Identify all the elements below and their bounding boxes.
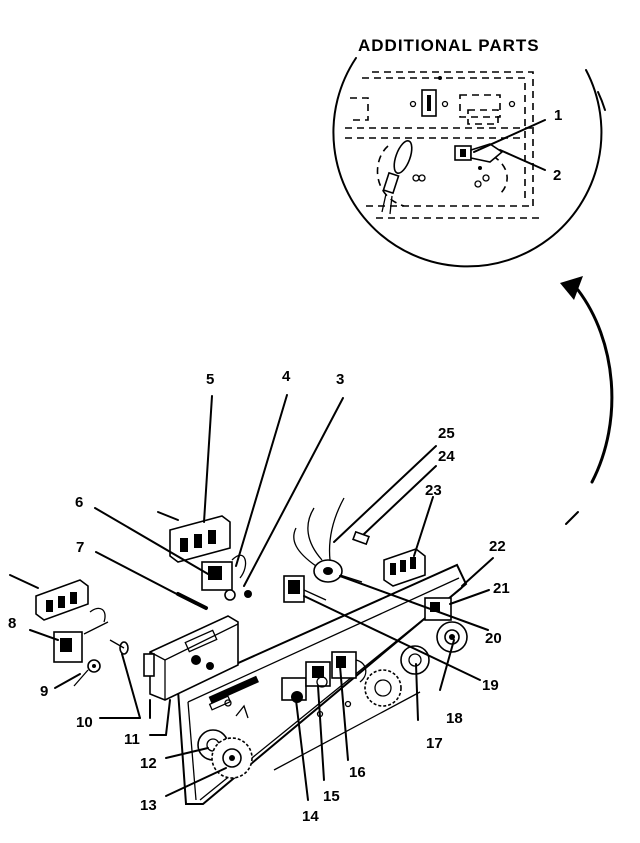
screw-24 [352, 530, 370, 546]
inset-panel [345, 71, 540, 219]
screw-10 [109, 639, 129, 655]
callout-25: 25 [438, 425, 455, 442]
callout-11: 11 [124, 731, 140, 748]
terminal-block-23 [383, 548, 426, 587]
switch-8 [53, 621, 109, 687]
callout-4: 4 [282, 368, 291, 385]
callout-3: 3 [336, 371, 344, 388]
curved-arrow [560, 276, 614, 525]
callout-16: 16 [349, 764, 366, 781]
switch-14 [281, 677, 307, 703]
terminal-block-left [9, 574, 106, 623]
callout-5: 5 [206, 371, 214, 388]
callout-17: 17 [426, 735, 443, 752]
callout-8: 8 [8, 615, 16, 632]
switch-19 [283, 575, 327, 603]
additional-parts-inset: ADDITIONAL PARTS [332, 36, 606, 268]
rotary-20 [293, 497, 363, 583]
terminal-block-5 [157, 511, 231, 563]
callout-1: 1 [554, 107, 562, 124]
callout-12: 12 [140, 755, 157, 772]
callout-13: 13 [140, 797, 157, 814]
callout-2: 2 [553, 167, 561, 184]
callout-9: 9 [40, 683, 48, 700]
inset-title: ADDITIONAL PARTS [358, 36, 540, 55]
callout-20: 20 [485, 630, 502, 647]
switch-6 [201, 554, 252, 601]
callout-14: 14 [302, 808, 319, 825]
callout-21: 21 [493, 580, 510, 597]
timer-body [143, 615, 239, 701]
callout-labels: 3 4 5 6 7 8 9 10 11 12 13 14 15 16 17 18… [8, 368, 510, 825]
dial-13 [211, 737, 253, 779]
callout-6: 6 [75, 494, 83, 511]
dial-center [364, 669, 402, 707]
callout-18: 18 [446, 710, 463, 727]
knob-18 [436, 621, 468, 653]
callout-7: 7 [76, 539, 84, 556]
callout-19: 19 [482, 677, 499, 694]
inset-circle [332, 57, 603, 268]
knob-17 [400, 645, 430, 675]
switch-16 [331, 651, 367, 683]
callout-15: 15 [323, 788, 340, 805]
switch-15 [305, 661, 331, 688]
callout-24: 24 [438, 448, 455, 465]
callout-22: 22 [489, 538, 506, 555]
callout-23: 23 [425, 482, 442, 499]
callout-10: 10 [76, 714, 93, 731]
leader-lines [29, 394, 494, 801]
